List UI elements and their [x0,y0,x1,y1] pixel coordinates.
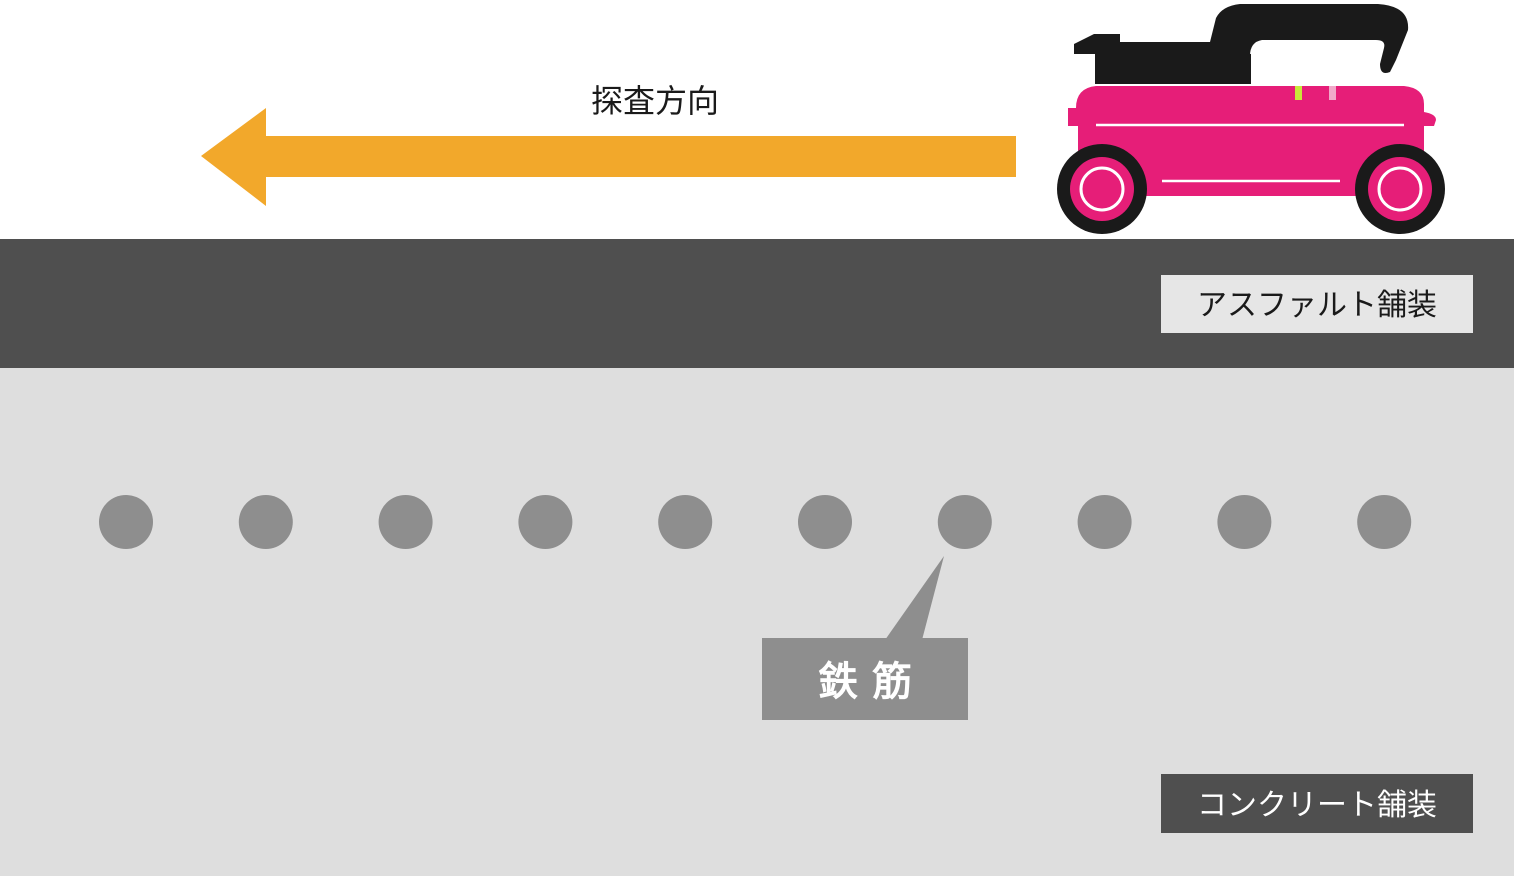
rebar-circle [1077,495,1132,549]
concrete-label: コンクリート舗装 [1197,788,1437,823]
rebar-circle [1357,495,1412,549]
rebar-circle [658,495,713,549]
concrete-label-box: コンクリート舗装 [1161,774,1473,833]
rebar-circle [99,495,153,549]
rebar-circle [937,495,992,549]
rebar-label: 鉄 筋 [818,659,912,705]
radar-scanner-cart-icon [1057,4,1445,234]
asphalt-label-box: アスファルト舗装 [1161,275,1473,333]
left-arrow-icon [201,108,1016,206]
rebar-circle [1217,495,1272,549]
direction-label: 探査方向 [591,82,719,120]
rebar-circle [378,495,433,549]
rebar-circle [798,495,852,549]
asphalt-label: アスファルト舗装 [1197,288,1437,323]
rebar-circle [518,495,573,549]
rebar-callout: 鉄 筋 [762,556,968,720]
rebar-row [99,495,1412,549]
rebar-circle [238,495,293,549]
